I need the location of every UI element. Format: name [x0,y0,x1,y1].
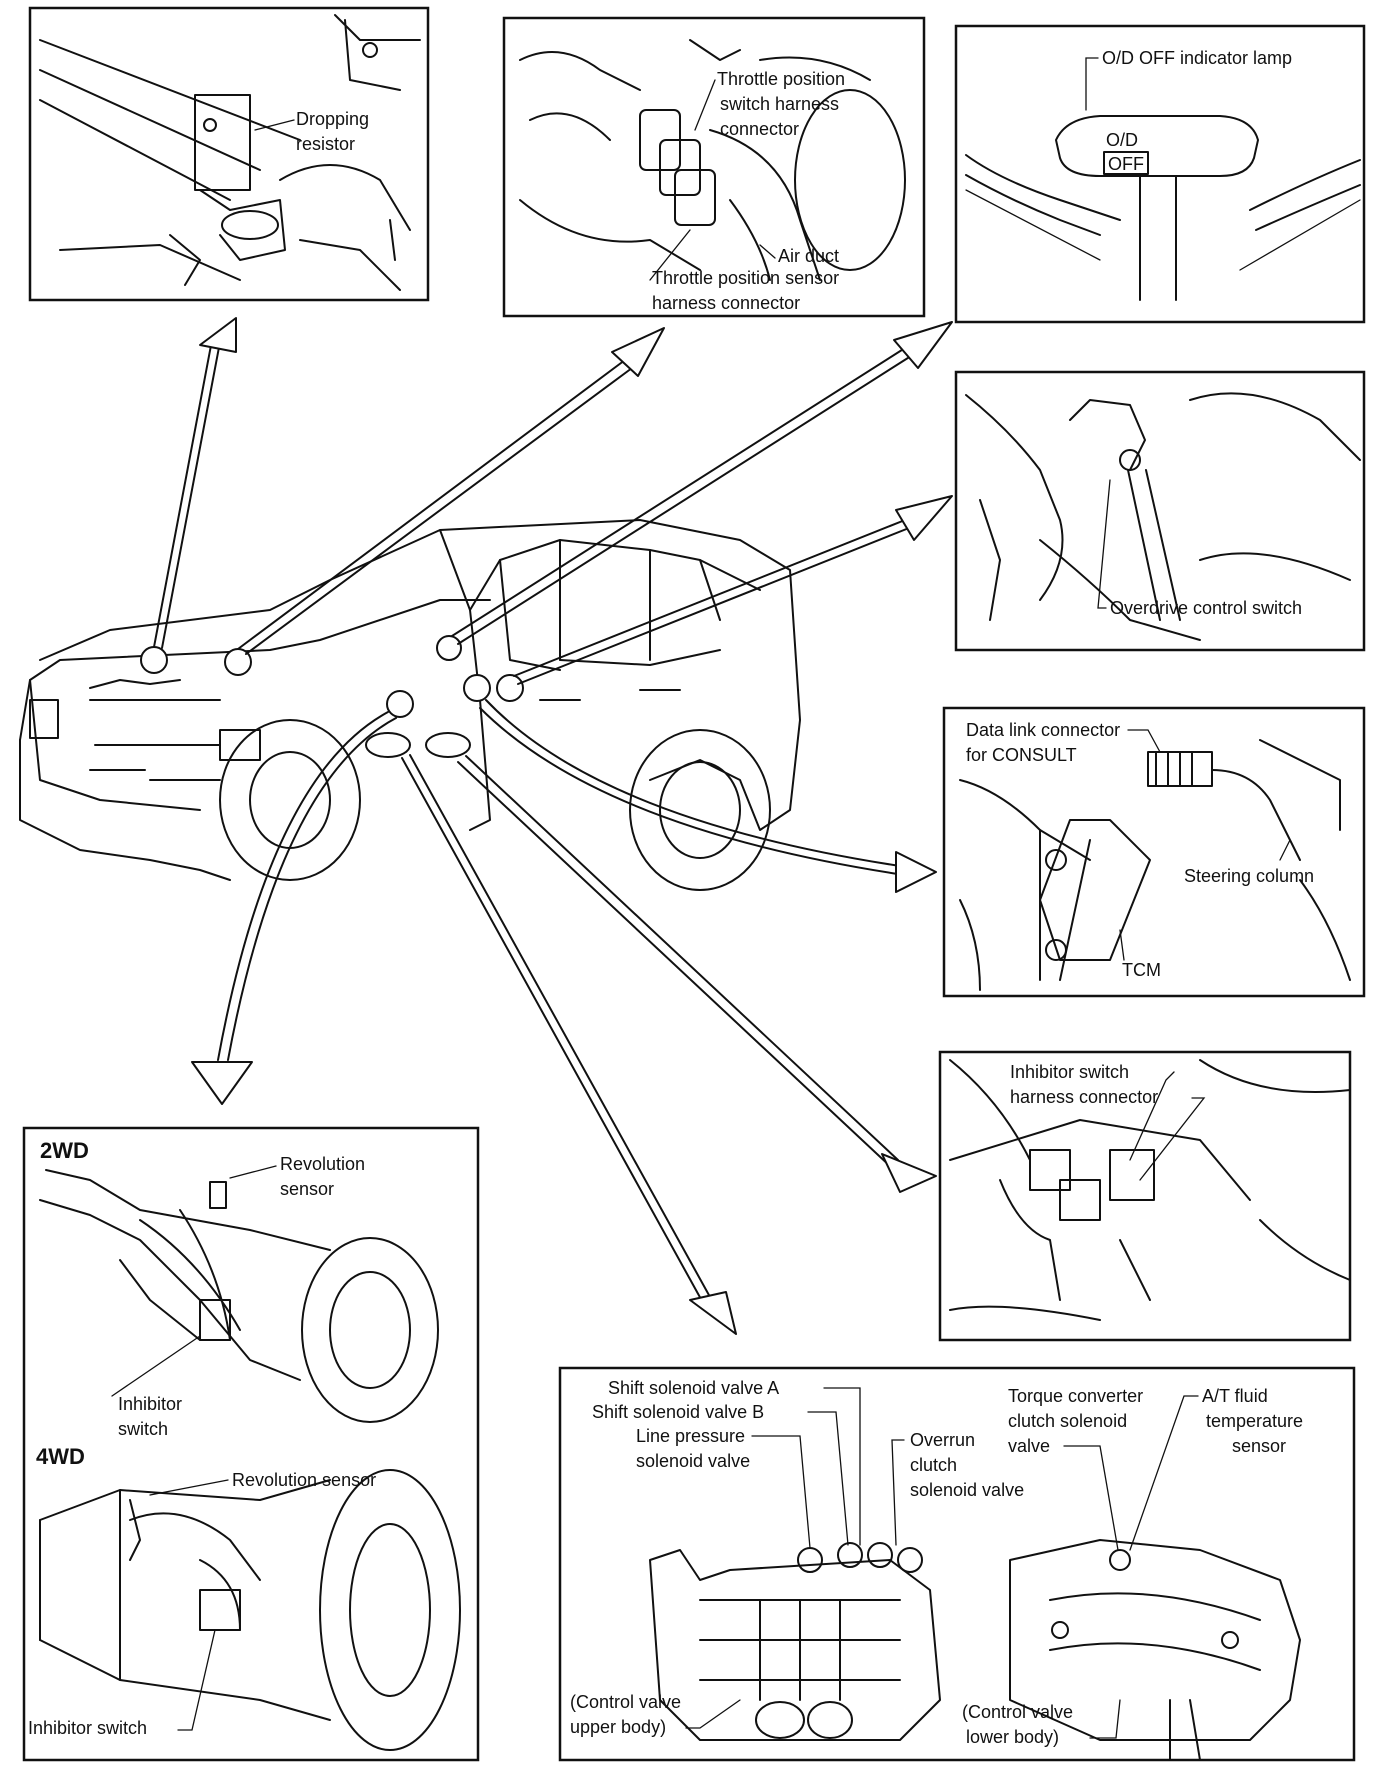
overrun-label-2: clutch [910,1455,957,1475]
inhibitor-harness-label-2: harness connector [1010,1087,1158,1107]
upper-body-label-2: upper body) [570,1717,666,1737]
tcc-label-2: clutch solenoid [1008,1411,1127,1431]
hotspot-od-lamp [436,635,462,661]
shift-b-label: Shift solenoid valve B [592,1402,764,1422]
tps-sensor-label-1: Throttle position sensor [652,268,839,288]
throttle-illustration [519,39,906,281]
control-valve-lower-illustration [1009,1539,1301,1761]
hotspot-transmission [386,690,414,718]
dropping-resistor-label-1: Dropping [296,109,369,129]
line-pressure-label-1: Line pressure [636,1426,745,1446]
leader-arrows [153,317,953,1335]
tcc-label-1: Torque converter [1008,1386,1143,1406]
panel-tcm: Data link connector for CONSULT Steering… [942,706,1366,998]
atf-label-2: temperature [1206,1411,1303,1431]
air-duct-label: Air duct [778,246,839,266]
hotspot-inhibitor [425,732,471,758]
inhibitor-2wd-label-1: Inhibitor [118,1394,182,1414]
lamp-top-text: O/D [1106,130,1138,150]
fourwd-heading: 4WD [36,1444,85,1469]
dlc-label-1: Data link connector [966,720,1120,740]
overrun-label-1: Overrun [910,1430,975,1450]
inhibitor-2wd-label-2: switch [118,1419,168,1439]
atf-label-3: sensor [1232,1436,1286,1456]
od-lamp-illustration [965,115,1361,301]
steering-column-label: Steering column [1184,866,1314,886]
tcm-illustration [959,739,1351,991]
inhibitor-harness-illustration [949,1059,1351,1321]
rev-sensor-2wd-label-2: sensor [280,1179,334,1199]
inhibitor-harness-label-1: Inhibitor switch [1010,1062,1129,1082]
panel-od-off-lamp: O/D OFF O/D OFF indicator lamp [954,24,1366,324]
od-switch-label: Overdrive control switch [1110,598,1302,618]
tps-harness-label-3: connector [720,119,799,139]
panel-overdrive-switch: Overdrive control switch [954,370,1366,652]
dlc-label-2: for CONSULT [966,745,1077,765]
lamp-bottom-text: OFF [1108,154,1144,174]
panel-dropping-resistor: Dropping resistor [28,6,430,302]
dropping-resistor-label-2: resistor [296,134,355,154]
twowd-heading: 2WD [40,1138,89,1163]
od-switch-illustration [965,392,1361,641]
tps-harness-label-2: switch harness [720,94,839,114]
panel-throttle-position: Throttle position switch harness connect… [502,16,926,318]
lower-body-label-2: lower body) [966,1727,1059,1747]
control-valve-upper-illustration [649,1542,941,1741]
atf-label-1: A/T fluid [1202,1386,1268,1406]
hotspot-dropping-resistor [140,646,168,674]
line-pressure-label-2: solenoid valve [636,1451,750,1471]
lower-body-label-1: (Control valve [962,1702,1073,1722]
panel-inhibitor-harness: Inhibitor switch harness connector [938,1050,1352,1342]
vehicle-hotspots [140,635,524,758]
panel-control-valve: Shift solenoid valve A Shift solenoid va… [558,1366,1356,1762]
hotspot-control-valve [365,732,411,758]
od-lamp-label: O/D OFF indicator lamp [1102,48,1292,68]
hotspot-od-switch [496,674,524,702]
tps-harness-label-1: Throttle position [717,69,845,89]
rev-sensor-4wd-label: Revolution sensor [232,1470,376,1490]
transmission-2wd-illustration [39,1169,439,1423]
tps-sensor-label-2: harness connector [652,293,800,313]
transmission-4wd-illustration [39,1469,461,1751]
panel-transmission: 2WD Revolution sensor Inhibitor switch 4… [22,1126,480,1762]
tcm-label: TCM [1122,960,1161,980]
shift-a-label: Shift solenoid valve A [608,1378,779,1398]
upper-body-label-1: (Control valve [570,1692,681,1712]
inhibitor-4wd-label: Inhibitor switch [28,1718,147,1738]
overrun-label-3: solenoid valve [910,1480,1024,1500]
dropping-resistor-illustration [39,14,421,291]
rev-sensor-2wd-label-1: Revolution [280,1154,365,1174]
tcc-label-3: valve [1008,1436,1050,1456]
hotspot-tcm [463,674,491,702]
